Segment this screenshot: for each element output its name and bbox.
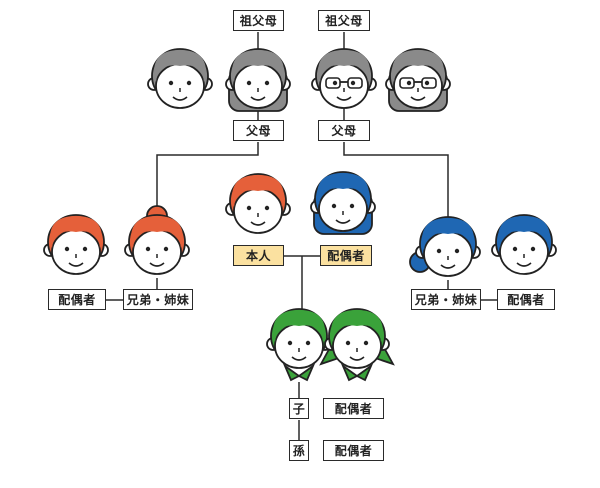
grandmother-right-face-icon — [385, 48, 451, 112]
label-sibling-right: 兄弟・姉妹 — [411, 289, 481, 310]
sibling-left-face-icon — [124, 205, 190, 275]
sibling-right-spouse-face-icon — [491, 214, 557, 275]
label-grandparents-left: 祖父母 — [233, 10, 284, 31]
connector-lines — [106, 32, 497, 441]
label-child-spouse: 配偶者 — [323, 398, 384, 419]
self-face-icon — [225, 173, 291, 234]
label-grandchild: 孫 — [289, 440, 309, 461]
child-boy-face-icon — [266, 308, 332, 382]
label-grandparents-right: 祖父母 — [318, 10, 370, 31]
label-self: 本人 — [233, 245, 284, 266]
spouse-face-icon — [310, 171, 376, 235]
child-girl-face-icon — [319, 308, 395, 382]
label-sibling-left: 兄弟・姉妹 — [123, 289, 193, 310]
grandfather-left-face-icon — [147, 48, 213, 109]
sibling-left-spouse-face-icon — [43, 214, 109, 275]
label-grandchild-spouse: 配偶者 — [323, 440, 384, 461]
label-child: 子 — [289, 398, 309, 419]
label-parents-right: 父母 — [318, 120, 370, 141]
grandmother-left-face-icon — [225, 48, 291, 112]
label-sibling-left-spouse: 配偶者 — [48, 289, 106, 310]
label-spouse: 配偶者 — [320, 245, 372, 266]
label-sibling-right-spouse: 配偶者 — [497, 289, 555, 310]
grandfather-right-face-icon — [311, 48, 377, 109]
sibling-right-face-icon — [409, 216, 481, 277]
label-parents-left: 父母 — [233, 120, 284, 141]
